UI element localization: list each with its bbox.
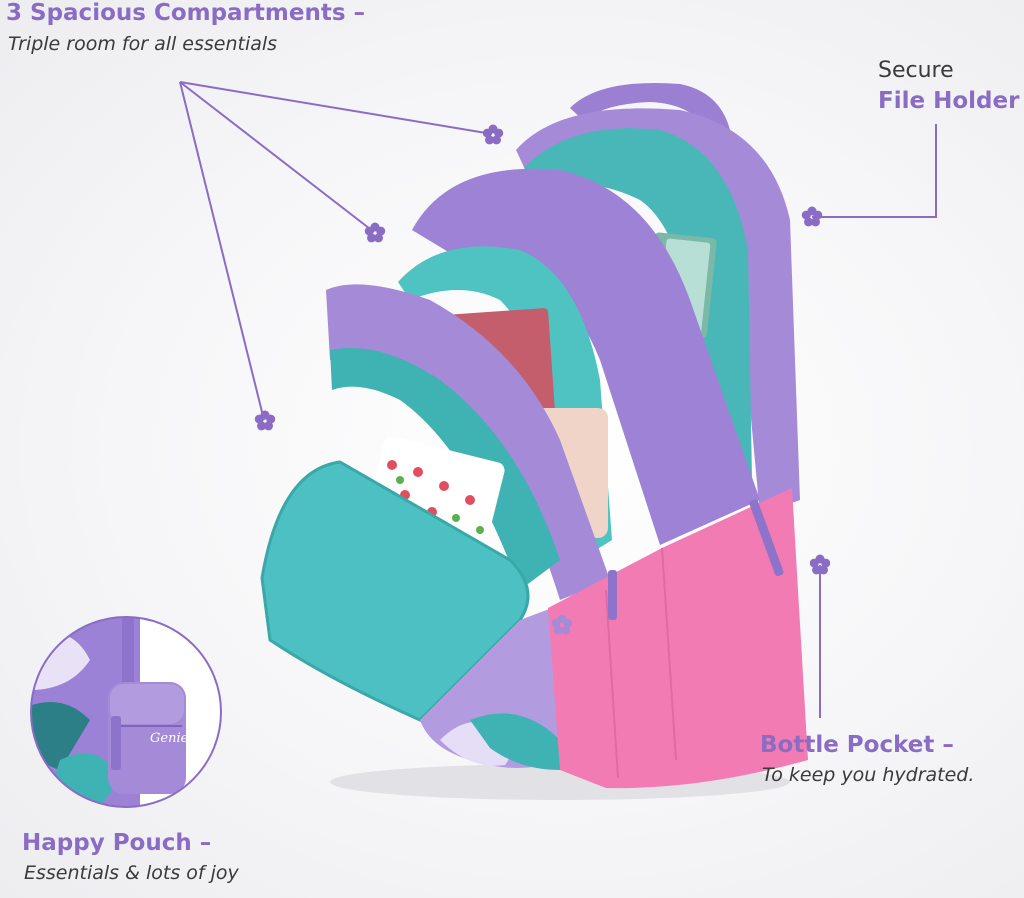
flower-icon <box>254 410 276 431</box>
compartments-subtitle: Triple room for all essentials <box>8 33 278 55</box>
pouch-logo: Genie <box>150 731 189 746</box>
file-holder-prefix: Secure <box>878 58 954 83</box>
happy-pouch-title: Happy Pouch – <box>22 830 212 856</box>
compartments-title: 3 Spacious Compartments – <box>6 0 366 26</box>
flower-icon <box>482 124 504 145</box>
backpack <box>260 83 808 800</box>
happy-pouch-subtitle: Essentials & lots of joy <box>24 862 239 884</box>
bottle-pocket-subtitle: To keep you hydrated. <box>762 764 975 786</box>
flower-icon <box>809 554 831 575</box>
happy-pouch-inset: Genie <box>30 616 222 808</box>
file-holder-title: File Holder <box>878 88 1020 114</box>
flower-icon <box>364 222 386 243</box>
bottle-pocket-title: Bottle Pocket – <box>760 732 954 758</box>
callout-lines <box>179 81 937 718</box>
